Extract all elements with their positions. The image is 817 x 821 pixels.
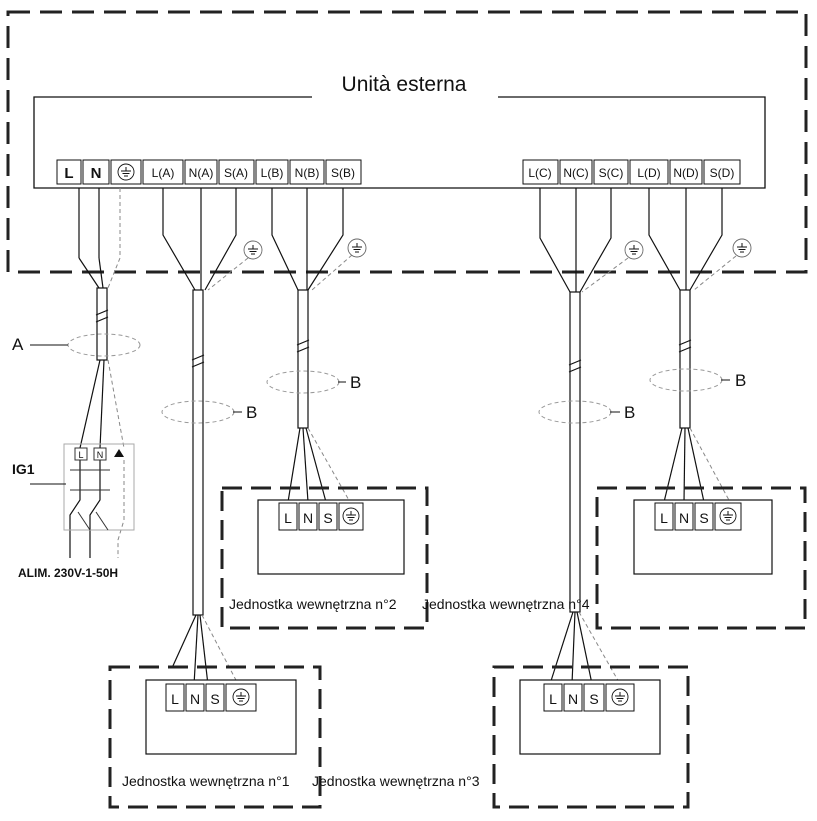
breaker-ground-icon: [114, 449, 124, 457]
ground-icon-unit-3-cable: [624, 240, 644, 260]
unit-3-terminal-l: L: [549, 691, 557, 707]
indoor-unit-3-boundary: [492, 665, 690, 809]
supply-label: ALIM. 230V-1-50H: [18, 566, 118, 580]
unit-1-terminal-s: S: [210, 691, 219, 707]
ground-wire-unit-1: [201, 257, 249, 685]
unit-3-ground-icon: [611, 688, 629, 706]
ground-terminal-icon: [117, 163, 135, 181]
unit-4-terminal-n: N: [679, 510, 689, 526]
power-supply-cable: [69, 188, 109, 558]
terminal-s-b: S(B): [331, 166, 355, 180]
terminal-n-c: N(C): [563, 166, 588, 180]
terminal-l-d: L(D): [637, 166, 660, 180]
indoor-unit-3-caption: Jednostka wewnętrzna n°3: [312, 773, 480, 789]
terminal-n-d: N(D): [673, 166, 698, 180]
cable-b-label-4: B: [735, 371, 746, 390]
cable-unit-3: [539, 188, 612, 685]
ground-icon-unit-1-cable: [243, 240, 263, 260]
unit-4-terminal-l: L: [660, 510, 668, 526]
outdoor-unit-boundary: [6, 10, 808, 274]
unit-3-terminal-n: N: [568, 691, 578, 707]
terminal-n-a: N(A): [189, 166, 214, 180]
unit-2-terminal-n: N: [303, 510, 313, 526]
terminal-l-c: L(C): [528, 166, 551, 180]
breaker-ig1: [63, 443, 135, 531]
unit-4-ground-icon: [719, 507, 737, 525]
breaker-l-label: L: [78, 450, 83, 460]
cable-b-label-1: B: [246, 403, 257, 422]
indoor-unit-4-boundary: [595, 486, 807, 630]
cable-unit-2: [271, 188, 344, 503]
cable-a-label: A: [12, 335, 24, 354]
cable-unit-1: [162, 188, 237, 686]
terminal-l-a: L(A): [152, 166, 175, 180]
indoor-unit-2-boundary: [220, 486, 429, 630]
cable-b-label-3: B: [624, 403, 635, 422]
cable-b-label-2: B: [350, 373, 361, 392]
terminal-l-b: L(B): [261, 166, 284, 180]
outdoor-unit-title: Unità esterna: [342, 73, 467, 96]
terminal-n: N: [91, 165, 102, 182]
terminal-s-d: S(D): [710, 166, 735, 180]
unit-2-ground-icon: [342, 507, 360, 525]
cable-unit-4: [648, 188, 723, 503]
terminal-s-a: S(A): [224, 166, 248, 180]
indoor-unit-1-boundary: [108, 665, 322, 809]
unit-1-terminal-n: N: [190, 691, 200, 707]
unit-4-terminal-s: S: [699, 510, 708, 526]
ground-icon-unit-4-cable: [732, 238, 752, 258]
unit-1-terminal-l: L: [171, 691, 179, 707]
unit-2-terminal-s: S: [323, 510, 332, 526]
breaker-label: IG1: [12, 461, 35, 477]
unit-1-ground-icon: [232, 688, 250, 706]
indoor-unit-1-caption: Jednostka wewnętrzna n°1: [122, 773, 290, 789]
unit-3-terminal-s: S: [589, 691, 598, 707]
terminal-s-c: S(C): [599, 166, 624, 180]
outdoor-unit-panel: [33, 96, 766, 189]
ground-icon-unit-2-cable: [347, 238, 367, 258]
ground-wire-unit-4: [689, 255, 737, 503]
breaker-n-label: N: [97, 450, 104, 460]
ground-wire-unit-2: [307, 254, 353, 503]
terminal-n-b: N(B): [295, 166, 320, 180]
unit-2-terminal-l: L: [284, 510, 292, 526]
ground-wire-unit-3: [578, 257, 629, 685]
outdoor-terminal-block: [56, 159, 741, 185]
terminal-l: L: [64, 165, 73, 182]
indoor-unit-4-caption: Jednostka wewnętrzna n°4: [422, 596, 590, 612]
indoor-unit-2-caption: Jednostka wewnętrzna n°2: [229, 596, 397, 612]
ground-wire: [107, 188, 125, 558]
